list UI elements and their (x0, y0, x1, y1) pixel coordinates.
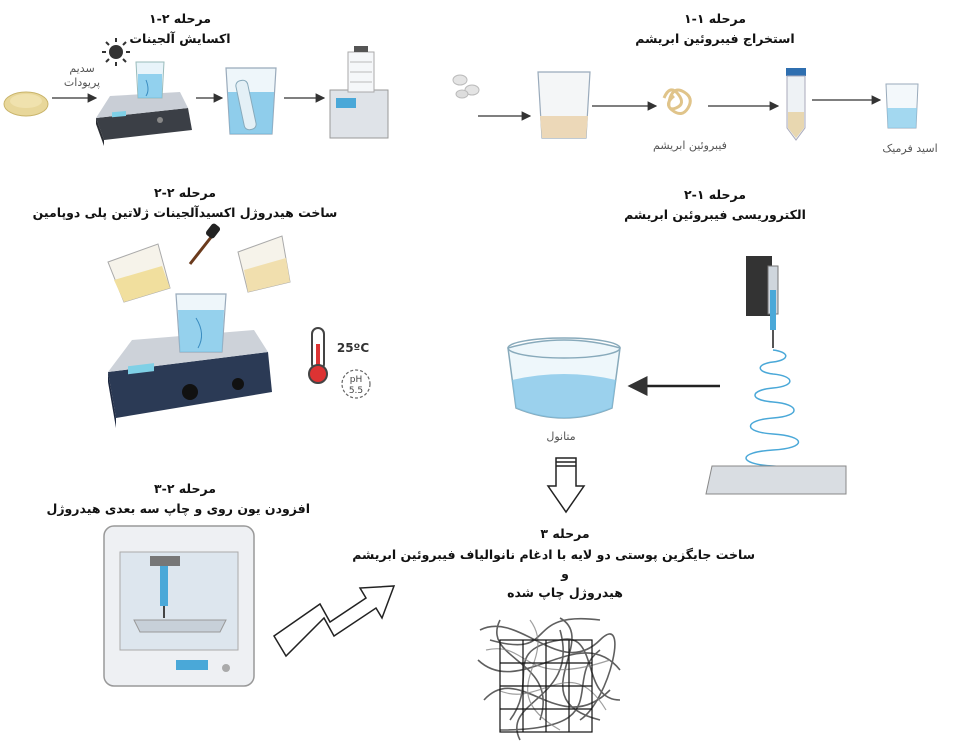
label-methanol: متانول (546, 430, 576, 443)
stage-2-3-title: مرحله ۲-۳ (153, 481, 217, 496)
svg-text:pH: pH (350, 375, 362, 385)
formic-acid-beaker-icon (885, 83, 919, 129)
centrifuge-tube-icon (786, 68, 806, 141)
stage-3-title: مرحله ۳ (540, 526, 590, 541)
pouring-beaker-left-icon (107, 243, 171, 303)
stage-2-2-title: مرحله ۲-۲ (153, 185, 217, 200)
ph-icon: pH 5.5 (341, 369, 371, 399)
temperature-label: 25ºC (336, 341, 370, 355)
pouring-beaker-right-icon (237, 235, 291, 293)
sodium-periodate-powder-icon (3, 91, 49, 117)
label-sodium-periodate: سدیم پریودات (63, 62, 101, 89)
freeze-dryer-icon (329, 46, 389, 139)
svg-text:5.5: 5.5 (349, 386, 363, 396)
stage-1-2-title: مرحله ۱-۲ (683, 187, 747, 202)
stage-3-line3: هیدروژل چاپ شده (507, 585, 623, 600)
3d-printer-icon (103, 525, 255, 687)
stage-1-2-subtitle: الکتروریسی فیبروئین ابریشم (624, 207, 806, 222)
stage-1-1-title: مرحله ۱-۱ (683, 11, 747, 26)
stage-2-1-title: مرحله ۲-۱ (148, 11, 212, 26)
thermometer-icon (308, 327, 328, 384)
hotplate-stirrer-icon (96, 92, 192, 146)
stage-3-line1: ساخت جایگزین پوستی دو لایه با ادغام نانو… (352, 547, 755, 562)
down-arrow-icon (546, 457, 586, 514)
collector-plate-icon (705, 465, 847, 495)
silk-cocoon-icon (452, 74, 480, 99)
zigzag-arrow-icon (272, 585, 396, 658)
dropper-icon (188, 223, 221, 265)
mixing-beaker-icon (175, 293, 227, 353)
stage-2-1-subtitle: اکسایش آلجینات (129, 31, 231, 46)
stage-1-1-subtitle: استخراج فیبروئین ابریشم (635, 31, 795, 46)
methanol-bowl-icon (507, 337, 621, 419)
silk-fibroin-fiber-icon (662, 88, 692, 115)
stage-2-2-subtitle: ساخت هیدروژل اکسیدآلجینات ژلاتین پلی دوپ… (32, 205, 338, 220)
stage-3-line2: و (561, 566, 569, 581)
fiber-spiral-icon (745, 349, 804, 481)
electrospinning-pump-icon (746, 256, 779, 348)
label-formic-acid: اسید فرمیک (882, 142, 938, 155)
beaker-icon (135, 61, 165, 99)
sun-icon (102, 38, 130, 66)
stage-2-3-subtitle: افزودن یون روی و چاپ سه بعدی هیدروژل (46, 501, 310, 516)
large-beaker-icon (225, 67, 277, 135)
label-silk-fibroin: فیبروئین ابریشم (653, 139, 727, 152)
extraction-beaker-icon (537, 71, 591, 139)
nanofiber-scaffold-icon (477, 617, 621, 741)
